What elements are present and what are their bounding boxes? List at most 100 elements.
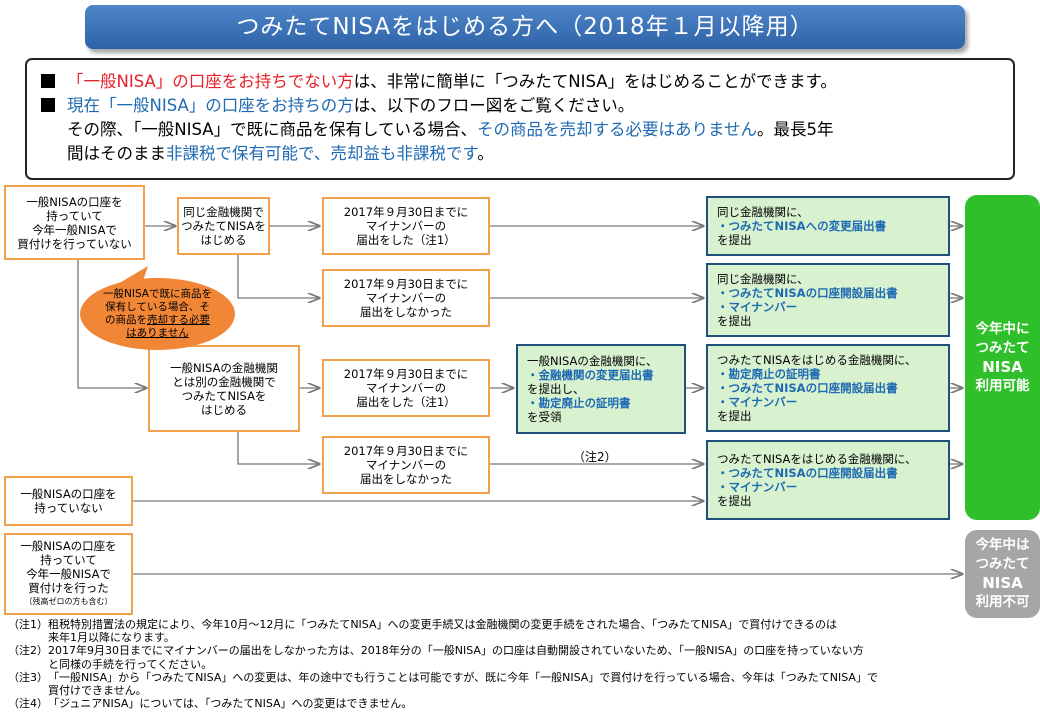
footnote: （注4）「ジュニアNISA」については、「つみたてNISA」への変更はできません…: [8, 697, 1008, 710]
footnote-key: （注1）: [8, 618, 48, 631]
box-text: 同じ金融機関に、: [717, 272, 809, 286]
result-unavailable: 今年中は つみたて NISA 利用不可: [965, 530, 1040, 618]
footnotes: （注1）租税特別措置法の規定により、今年10月～12月に「つみたてNISA」への…: [8, 618, 1008, 710]
footnote-line: 「一般NISA」から「つみたてNISA」への変更は、年の途中でも行うことは可能で…: [48, 670, 878, 684]
arrow: [237, 255, 319, 298]
box-item: ・つみたてNISAの口座開設届出書: [717, 466, 898, 480]
intro-box: 「一般NISA」の口座をお持ちでない方は、非常に簡単に「つみたてNISA」をはじ…: [25, 58, 1015, 180]
box-text: 一般NISAの金融機関に、: [527, 354, 658, 368]
box-text: 買付けを行っていない: [17, 236, 132, 251]
box-text: 届出をした（注1）: [356, 233, 456, 247]
bullet-square-icon: [41, 98, 55, 112]
box-text: 2017年９月30日までに: [343, 205, 469, 219]
box-text: つみたてNISAを: [181, 219, 266, 233]
step-box-change-to-tsumitate: 同じ金融機関に、 ・つみたてNISAへの変更届出書 を提出: [706, 196, 950, 256]
box-text: 2017年９月30日までに: [343, 367, 469, 381]
step-box-open-other: つみたてNISAをはじめる金融機関に、 ・つみたてNISAの口座開設届出書 ・マ…: [706, 440, 950, 520]
box-text: マイナンバーの: [365, 219, 447, 233]
box-text: 持っていない: [34, 501, 103, 515]
box-text: マイナンバーの: [365, 381, 447, 395]
box-text: 今年一般NISAで: [26, 567, 111, 581]
intro-highlight-red: 「一般NISA」の口座をお持ちでない方: [67, 72, 354, 91]
intro-highlight-blue: 現在「一般NISA」の口座をお持ちの方: [67, 96, 354, 115]
box-text: はじめる: [200, 233, 247, 247]
intro-text: 。最長5年: [757, 120, 834, 139]
box-text: 同じ金融機関に、: [717, 205, 809, 219]
intro-highlight-blue: その商品を売却する必要はありません: [477, 120, 758, 139]
box-item: ・マイナンバー: [717, 480, 798, 494]
footnote-key: （注4）: [8, 697, 48, 711]
start-box-no-account: 一般NISAの口座を 持っていない: [4, 476, 133, 526]
step-box-open-same-institution: 同じ金融機関に、 ・つみたてNISAの口座開設届出書 ・マイナンバー を提出: [706, 263, 950, 337]
result-text: 利用不可: [975, 594, 1030, 610]
start-box-has-account-bought: 一般NISAの口座を 持っていて 今年一般NISAで 買付けを行った （残高ゼロ…: [4, 533, 133, 615]
footnote-text: 租税特別措置法の規定により、今年10月～12月に「つみたてNISA」への変更手続…: [48, 618, 837, 644]
footnote-line: 租税特別措置法の規定により、今年10月～12月に「つみたてNISA」への変更手続…: [48, 618, 837, 631]
callout-text: 一般NISAで既に商品を: [103, 288, 212, 300]
step-box-open-other-with-certificate: つみたてNISAをはじめる金融機関に、 ・勘定廃止の証明書 ・つみたてNISAの…: [706, 344, 950, 432]
box-text: 2017年９月30日までに: [343, 444, 469, 458]
box-text: 届出をしなかった: [360, 305, 452, 319]
box-footnote: （残高ゼロの方も含む）: [24, 597, 113, 606]
start-box-has-account-not-bought: 一般NISAの口座を 持っていて 今年一般NISAで 買付けを行っていない: [4, 185, 145, 260]
callout-text-part: の商品を: [105, 314, 147, 326]
box-text: 今年一般NISAで: [32, 222, 117, 237]
callout-no-need-to-sell: 一般NISAで既に商品を 保有している場合、そ の商品を売却する必要 はありませ…: [80, 278, 235, 350]
box-item: ・つみたてNISAの口座開設届出書: [717, 286, 898, 300]
result-text: つみたて: [975, 339, 1030, 356]
box-text: 2017年９月30日までに: [343, 277, 469, 291]
box-text: を提出: [717, 314, 752, 328]
box-text: つみたてNISAをはじめる金融機関に、: [717, 353, 917, 367]
note2-label: （注2）: [573, 450, 617, 464]
result-text: つみたて: [975, 556, 1030, 572]
box-text: 同じ金融機関で: [183, 205, 264, 219]
box-item: ・金融機関の変更届出書: [527, 368, 654, 382]
callout-text: の商品を売却する必要: [105, 314, 210, 327]
intro-text: 間はそのまま: [67, 144, 166, 163]
box-text: を受領: [527, 410, 562, 424]
footnote-key: （注2）: [8, 644, 48, 658]
footnote-line: 「ジュニアNISA」については、「つみたてNISA」への変更はできません。: [48, 697, 413, 711]
result-text: 今年中は: [975, 537, 1030, 553]
intro-line-2: 現在「一般NISA」の口座をお持ちの方は、以下のフロー図をご覧ください。: [41, 94, 999, 118]
result-text: 利用可能: [975, 377, 1030, 394]
box-text: 一般NISAの口座を: [20, 487, 117, 501]
step-box-change-institution: 一般NISAの金融機関に、 ・金融機関の変更届出書 を提出し、 ・勘定廃止の証明…: [516, 344, 686, 434]
box-text: つみたてNISAをはじめる金融機関に、: [717, 452, 917, 466]
footnote-line: 来年1月以降になります。: [48, 631, 175, 645]
box-item: ・つみたてNISAの口座開設届出書: [717, 381, 898, 395]
intro-highlight-blue: 非課税で保有可能で、売却益も非課税です: [166, 144, 478, 163]
arrow: [77, 260, 146, 388]
footnote-line: 買付けできません。: [48, 684, 147, 698]
box-item: ・マイナンバー: [717, 395, 798, 409]
page-title: つみたてNISAをはじめる方へ（2018年１月以降用）: [85, 5, 965, 49]
footnote-text: 「ジュニアNISA」については、「つみたてNISA」への変更はできません。: [48, 697, 412, 710]
result-text: NISA: [982, 357, 1023, 376]
box-text: 届出をした（注1）: [356, 395, 456, 409]
box-text: 届出をしなかった: [360, 472, 452, 486]
callout-text-underlined: 売却する必要: [147, 314, 210, 326]
intro-text: は、非常に簡単に「つみたてNISA」をはじめることができます。: [353, 72, 837, 91]
intro-line-4: 間はそのまま非課税で保有可能で、売却益も非課税です。: [41, 142, 999, 166]
box-text: を提出し、: [527, 382, 585, 396]
box-text: 一般NISAの金融機関: [170, 360, 278, 375]
footnote-key: （注3）: [8, 670, 48, 684]
intro-line-3: その際、「一般NISA」で既に商品を保有している場合、その商品を売却する必要はあ…: [41, 118, 999, 142]
box-text: 持っていて: [40, 553, 97, 567]
box-text: を提出: [717, 409, 752, 423]
mynumber-notdone-box-1: 2017年９月30日までに マイナンバーの 届出をしなかった: [322, 269, 490, 327]
mynumber-done-box-2: 2017年９月30日までに マイナンバーの 届出をした（注1）: [322, 359, 490, 417]
mynumber-done-box-1: 2017年９月30日までに マイナンバーの 届出をした（注1）: [322, 197, 490, 255]
box-text: とは別の金融機関で: [172, 374, 276, 389]
arrow: [237, 432, 319, 464]
box-text: つみたてNISAを: [181, 388, 267, 403]
intro-text: その際、「一般NISA」で既に商品を保有している場合、: [67, 120, 478, 139]
box-text: を提出: [717, 233, 752, 247]
branch-box-other-institution: 一般NISAの金融機関 とは別の金融機関で つみたてNISAを はじめる: [148, 345, 300, 432]
footnote: （注1）租税特別措置法の規定により、今年10月～12月に「つみたてNISA」への…: [8, 618, 1008, 644]
footnote: （注2）2017年9月30日までにマイナンバーの届出をしなかった方は、2018年…: [8, 644, 1008, 670]
footnote-line: と同様の手続を行ってください。: [48, 657, 213, 671]
footnote-text: 「一般NISA」から「つみたてNISA」への変更は、年の途中でも行うことは可能で…: [48, 671, 878, 697]
